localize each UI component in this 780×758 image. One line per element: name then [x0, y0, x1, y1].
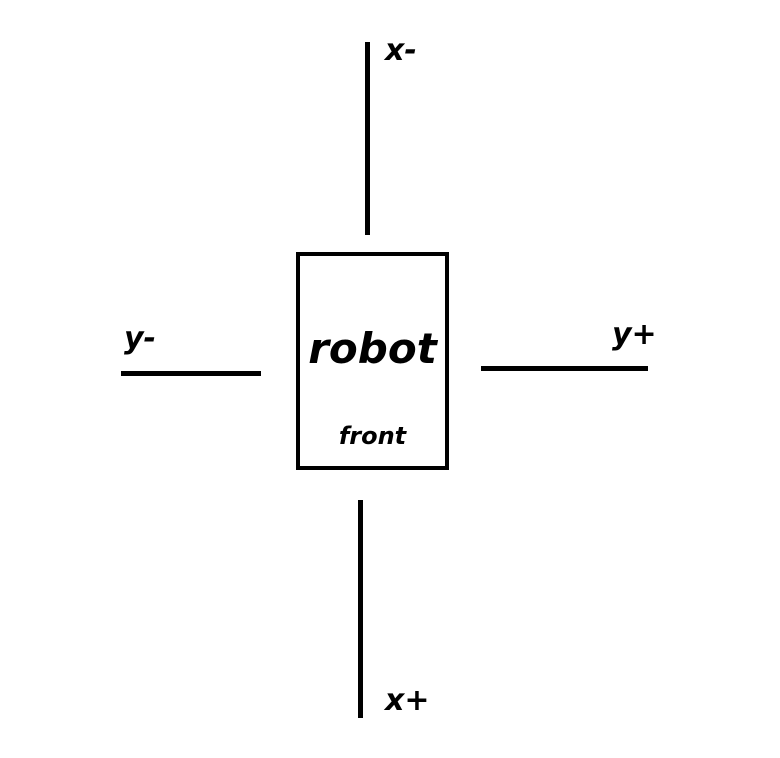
y-plus-axis-line [481, 366, 648, 371]
robot-front-label: front [338, 422, 407, 450]
x-minus-axis-line [365, 42, 370, 235]
y-minus-axis-line [121, 371, 261, 376]
robot-box: robot front [296, 252, 449, 470]
robot-title: robot [308, 324, 437, 373]
x-plus-label: x+ [385, 683, 430, 718]
y-plus-label: y+ [612, 317, 657, 352]
x-plus-axis-line [358, 500, 363, 718]
y-minus-label: y- [124, 321, 157, 356]
x-minus-label: x- [385, 33, 417, 68]
